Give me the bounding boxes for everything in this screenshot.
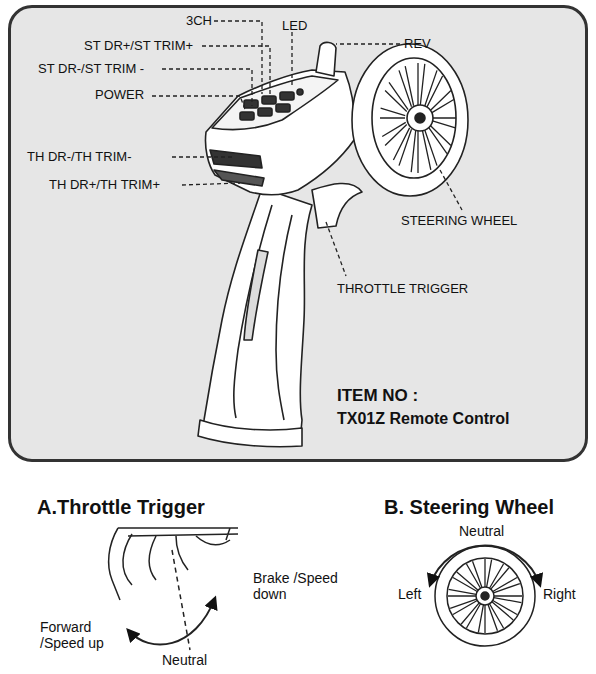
motion-arrow xyxy=(128,598,215,645)
wheel-spoke xyxy=(431,118,456,128)
wheel-spoke xyxy=(453,572,478,591)
button xyxy=(258,108,272,116)
wheel-hub xyxy=(481,592,489,600)
trigger-body xyxy=(109,528,230,600)
button xyxy=(262,96,276,104)
leader-line xyxy=(214,21,262,94)
wheel-hub xyxy=(407,105,433,131)
part-label: TH DR-/TH TRIM- xyxy=(27,150,131,165)
direction-label: Neutral xyxy=(162,652,207,668)
neutral-line xyxy=(172,550,190,650)
part-label: ST DR+/ST TRIM+ xyxy=(84,39,193,54)
leader-line xyxy=(202,46,270,96)
direction-label: Brake /Speed down xyxy=(253,570,345,602)
transmitter-drawing xyxy=(198,42,468,446)
leader-line xyxy=(172,156,232,157)
part-label: 3CH xyxy=(186,14,212,29)
direction-label: Forward /Speed up xyxy=(40,619,112,651)
wheel-spoke xyxy=(485,559,492,587)
part-label: TH DR+/TH TRIM+ xyxy=(49,178,160,193)
leader-line xyxy=(336,43,400,44)
wheel-spoke xyxy=(478,605,485,633)
wheel-spoke xyxy=(450,599,477,614)
direction-label: Left xyxy=(398,586,421,602)
wheel-spoke xyxy=(492,601,517,620)
wheel-spoke xyxy=(382,122,407,145)
direction-label: Right xyxy=(543,586,576,602)
steering-diagram xyxy=(430,545,540,646)
subfigure-heading: A.Throttle Trigger xyxy=(37,496,205,519)
trigger-position xyxy=(149,536,156,580)
body-deck xyxy=(212,76,338,130)
leader-line xyxy=(326,222,346,276)
button xyxy=(280,92,294,100)
item-number: ITEM NO : xyxy=(337,386,418,406)
subfigure-heading: B. Steering Wheel xyxy=(384,496,554,519)
body-shell xyxy=(205,70,354,195)
wheel-spoke xyxy=(411,131,418,173)
wheel-spokes xyxy=(448,559,522,633)
grip-insert xyxy=(234,205,272,418)
wheel-tire xyxy=(352,44,468,196)
wheel-spoke xyxy=(418,63,425,105)
part-label: LED xyxy=(282,19,307,34)
leader-line xyxy=(291,32,292,88)
part-label: ST DR-/ST TRIM - xyxy=(38,62,144,77)
wheel-spoke xyxy=(467,561,482,588)
wheel-hub xyxy=(476,587,494,605)
body-nose xyxy=(210,150,262,168)
grip-insert xyxy=(276,215,292,420)
trigger xyxy=(312,183,362,228)
wheel-spoke xyxy=(393,128,411,166)
body-nose xyxy=(214,170,264,186)
led xyxy=(297,89,303,95)
turn-arrow xyxy=(430,545,540,585)
wheel-spoke xyxy=(448,589,476,596)
wheel-spoke xyxy=(380,108,405,118)
wheel-spoke xyxy=(461,603,480,628)
part-label: STEERING WHEEL xyxy=(401,214,517,229)
wheel-rim xyxy=(372,58,456,178)
wheel-tire xyxy=(435,546,535,646)
button xyxy=(244,100,258,108)
wheel-spoke xyxy=(425,70,443,108)
part-label: THROTTLE TRIGGER xyxy=(337,282,468,297)
trigger-position xyxy=(123,534,132,585)
leader-line xyxy=(182,183,240,185)
rev-lever xyxy=(316,42,336,76)
throttle-diagram xyxy=(109,528,238,650)
trigger-position xyxy=(176,536,188,570)
wheel-spoke xyxy=(493,578,520,593)
wheel-spoke xyxy=(429,91,454,114)
leader-line xyxy=(162,69,252,106)
wheel-spokes xyxy=(380,63,456,173)
wheel-spoke xyxy=(399,66,414,107)
direction-label: Neutral xyxy=(459,523,504,539)
trigger-housing xyxy=(118,528,238,540)
wheel-spoke xyxy=(428,125,451,154)
leader-lines xyxy=(152,21,462,276)
button xyxy=(276,104,290,112)
part-label: REV xyxy=(404,37,431,52)
wheel-spoke xyxy=(422,129,437,170)
grip-base xyxy=(198,420,302,447)
wheel-spoke xyxy=(494,596,522,603)
wheel-spoke xyxy=(490,564,509,589)
item-number: TX01Z Remote Control xyxy=(337,410,509,428)
button xyxy=(240,112,254,120)
leader-line xyxy=(440,170,462,210)
part-label: POWER xyxy=(95,88,144,103)
wheel-rim xyxy=(447,558,523,634)
wheel-hub xyxy=(415,113,425,123)
wheel-spoke xyxy=(385,82,408,111)
grip xyxy=(200,188,312,443)
leader-line xyxy=(152,96,246,112)
wheel-spoke xyxy=(488,604,503,631)
grip-insert xyxy=(244,250,268,340)
